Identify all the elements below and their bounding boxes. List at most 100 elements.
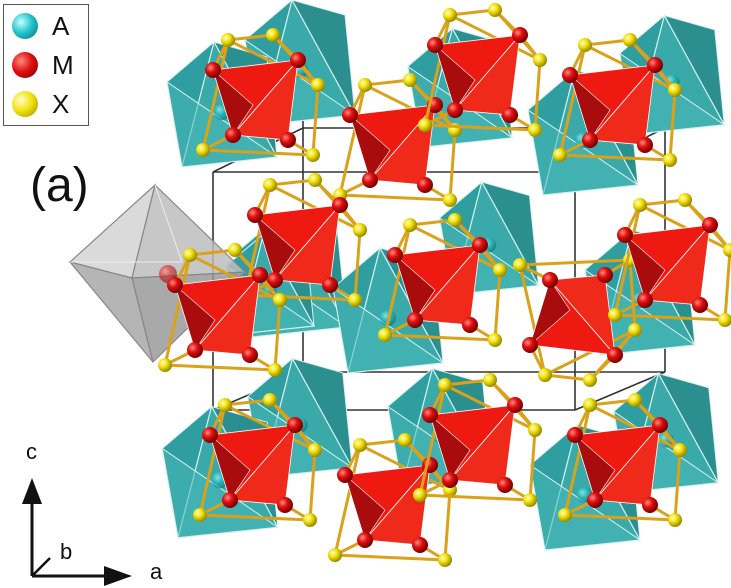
m-face-shadow xyxy=(429,414,471,481)
x-bond xyxy=(533,59,542,131)
m-unit-2 xyxy=(418,3,547,137)
x-bond xyxy=(528,429,537,501)
x-atom xyxy=(678,193,692,207)
x-atom xyxy=(663,153,677,167)
x-atom-icon xyxy=(12,91,38,117)
a-atom-icon xyxy=(12,13,38,39)
x-atom xyxy=(558,508,572,522)
m-unit-9 xyxy=(193,393,322,527)
axis-label-c: c xyxy=(26,439,37,464)
m-atom xyxy=(287,417,303,433)
x-atom xyxy=(668,83,682,97)
x-bond xyxy=(273,299,282,371)
x-bond xyxy=(202,148,314,157)
m-unit-7 xyxy=(608,193,731,327)
m-atom xyxy=(617,227,633,243)
m-face-right xyxy=(229,423,296,506)
x-atom xyxy=(263,393,277,407)
m-face-right xyxy=(364,463,431,546)
x-atom xyxy=(623,33,637,47)
m-atom xyxy=(522,337,538,353)
x-bond xyxy=(449,13,541,62)
m-face-shadow xyxy=(212,69,254,136)
panel-label: (a) xyxy=(30,159,89,212)
x-bond xyxy=(558,44,587,156)
x-atom xyxy=(403,218,417,232)
x-atom xyxy=(483,373,497,387)
x-atom xyxy=(158,358,172,372)
x-atom xyxy=(718,313,731,327)
m-atom xyxy=(252,267,268,283)
m-atom xyxy=(637,137,653,153)
x-atom xyxy=(523,493,537,507)
x-atom xyxy=(328,548,342,562)
x-atom xyxy=(608,308,622,322)
m-face-right xyxy=(414,243,481,326)
m-atom xyxy=(247,207,263,223)
x-atom xyxy=(273,293,287,307)
x-atom xyxy=(443,8,457,22)
m-atom xyxy=(472,237,488,253)
m-face-right xyxy=(449,403,516,486)
m-face-right xyxy=(589,63,656,146)
x-bond xyxy=(334,553,446,562)
x-bond xyxy=(519,258,631,267)
x-bond xyxy=(311,84,320,156)
m-unit-8 xyxy=(158,243,287,377)
m-atom xyxy=(412,537,428,553)
m-atom xyxy=(357,532,373,548)
x-atom xyxy=(348,293,362,307)
x-bond xyxy=(409,218,456,227)
x-bond xyxy=(364,83,456,132)
x-atom xyxy=(268,363,282,377)
m-atom xyxy=(332,197,348,213)
x-atom xyxy=(353,223,367,237)
m-atom xyxy=(290,52,306,68)
m-x-polyhedra xyxy=(158,3,731,567)
x-bond xyxy=(269,178,316,187)
x-bond xyxy=(584,43,676,92)
x-bond xyxy=(224,398,271,407)
x-bond xyxy=(544,328,636,377)
m-unit-5 xyxy=(378,213,507,347)
x-atom xyxy=(443,193,457,207)
m-face-shadow xyxy=(394,254,436,321)
x-bond xyxy=(224,403,316,452)
x-bond xyxy=(199,513,311,522)
m-atom xyxy=(407,312,423,328)
m-atom xyxy=(225,127,241,143)
m-atom xyxy=(280,132,296,148)
m-face-shadow xyxy=(624,234,666,301)
x-bond xyxy=(383,224,412,336)
m-atom xyxy=(267,272,283,288)
m-atom xyxy=(362,172,378,188)
axis-indicator xyxy=(22,478,132,586)
x-atom xyxy=(398,433,412,447)
x-atom xyxy=(311,78,325,92)
m-atom xyxy=(597,267,613,283)
m-face-right xyxy=(194,273,261,356)
x-atom xyxy=(513,258,527,272)
m-face-shadow xyxy=(344,474,386,541)
x-bond xyxy=(584,38,631,47)
m-atom xyxy=(387,247,403,263)
x-bond xyxy=(493,269,502,341)
x-atom xyxy=(668,513,682,527)
m-unit-0 xyxy=(196,28,325,162)
m-atom xyxy=(587,492,603,508)
x-bond xyxy=(308,449,317,521)
x-atom xyxy=(303,513,317,527)
x-atom xyxy=(308,443,322,457)
legend-label-x: X xyxy=(52,89,70,119)
x-atom xyxy=(196,143,210,157)
x-bond xyxy=(227,33,274,42)
m-atom xyxy=(502,107,518,123)
x-bond xyxy=(544,373,591,382)
x-bond xyxy=(364,78,411,87)
legend-label-m: M xyxy=(52,50,74,80)
x-bond xyxy=(563,404,592,516)
axis-label-a: a xyxy=(150,559,163,584)
x-bond xyxy=(423,14,452,126)
a-axis-arrow-icon xyxy=(104,566,132,586)
